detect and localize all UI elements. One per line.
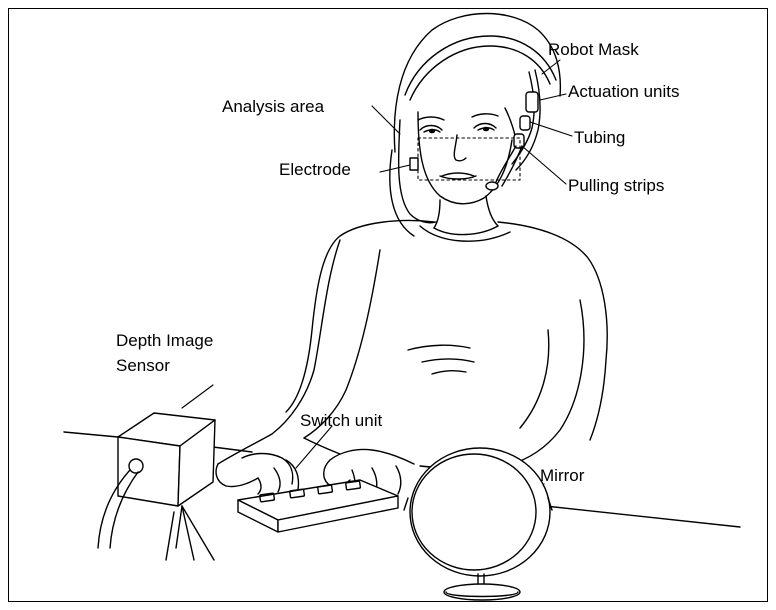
label-pulling-strips: Pulling strips: [568, 176, 664, 196]
label-depth-image-sensor-line1: Depth Image: [116, 331, 213, 351]
label-switch-unit: Switch unit: [300, 411, 382, 431]
switch-unit: [238, 480, 398, 532]
mirror: [404, 448, 552, 600]
label-robot-mask: Robot Mask: [548, 40, 639, 60]
label-electrode: Electrode: [279, 160, 351, 180]
label-depth-image-sensor-line2: Sensor: [116, 356, 170, 376]
label-analysis-area: Analysis area: [222, 97, 324, 117]
label-mirror: Mirror: [540, 466, 584, 486]
depth-image-sensor: [98, 413, 215, 560]
label-actuation-units: Actuation units: [568, 82, 680, 102]
person: [216, 14, 607, 497]
label-tubing: Tubing: [574, 128, 625, 148]
